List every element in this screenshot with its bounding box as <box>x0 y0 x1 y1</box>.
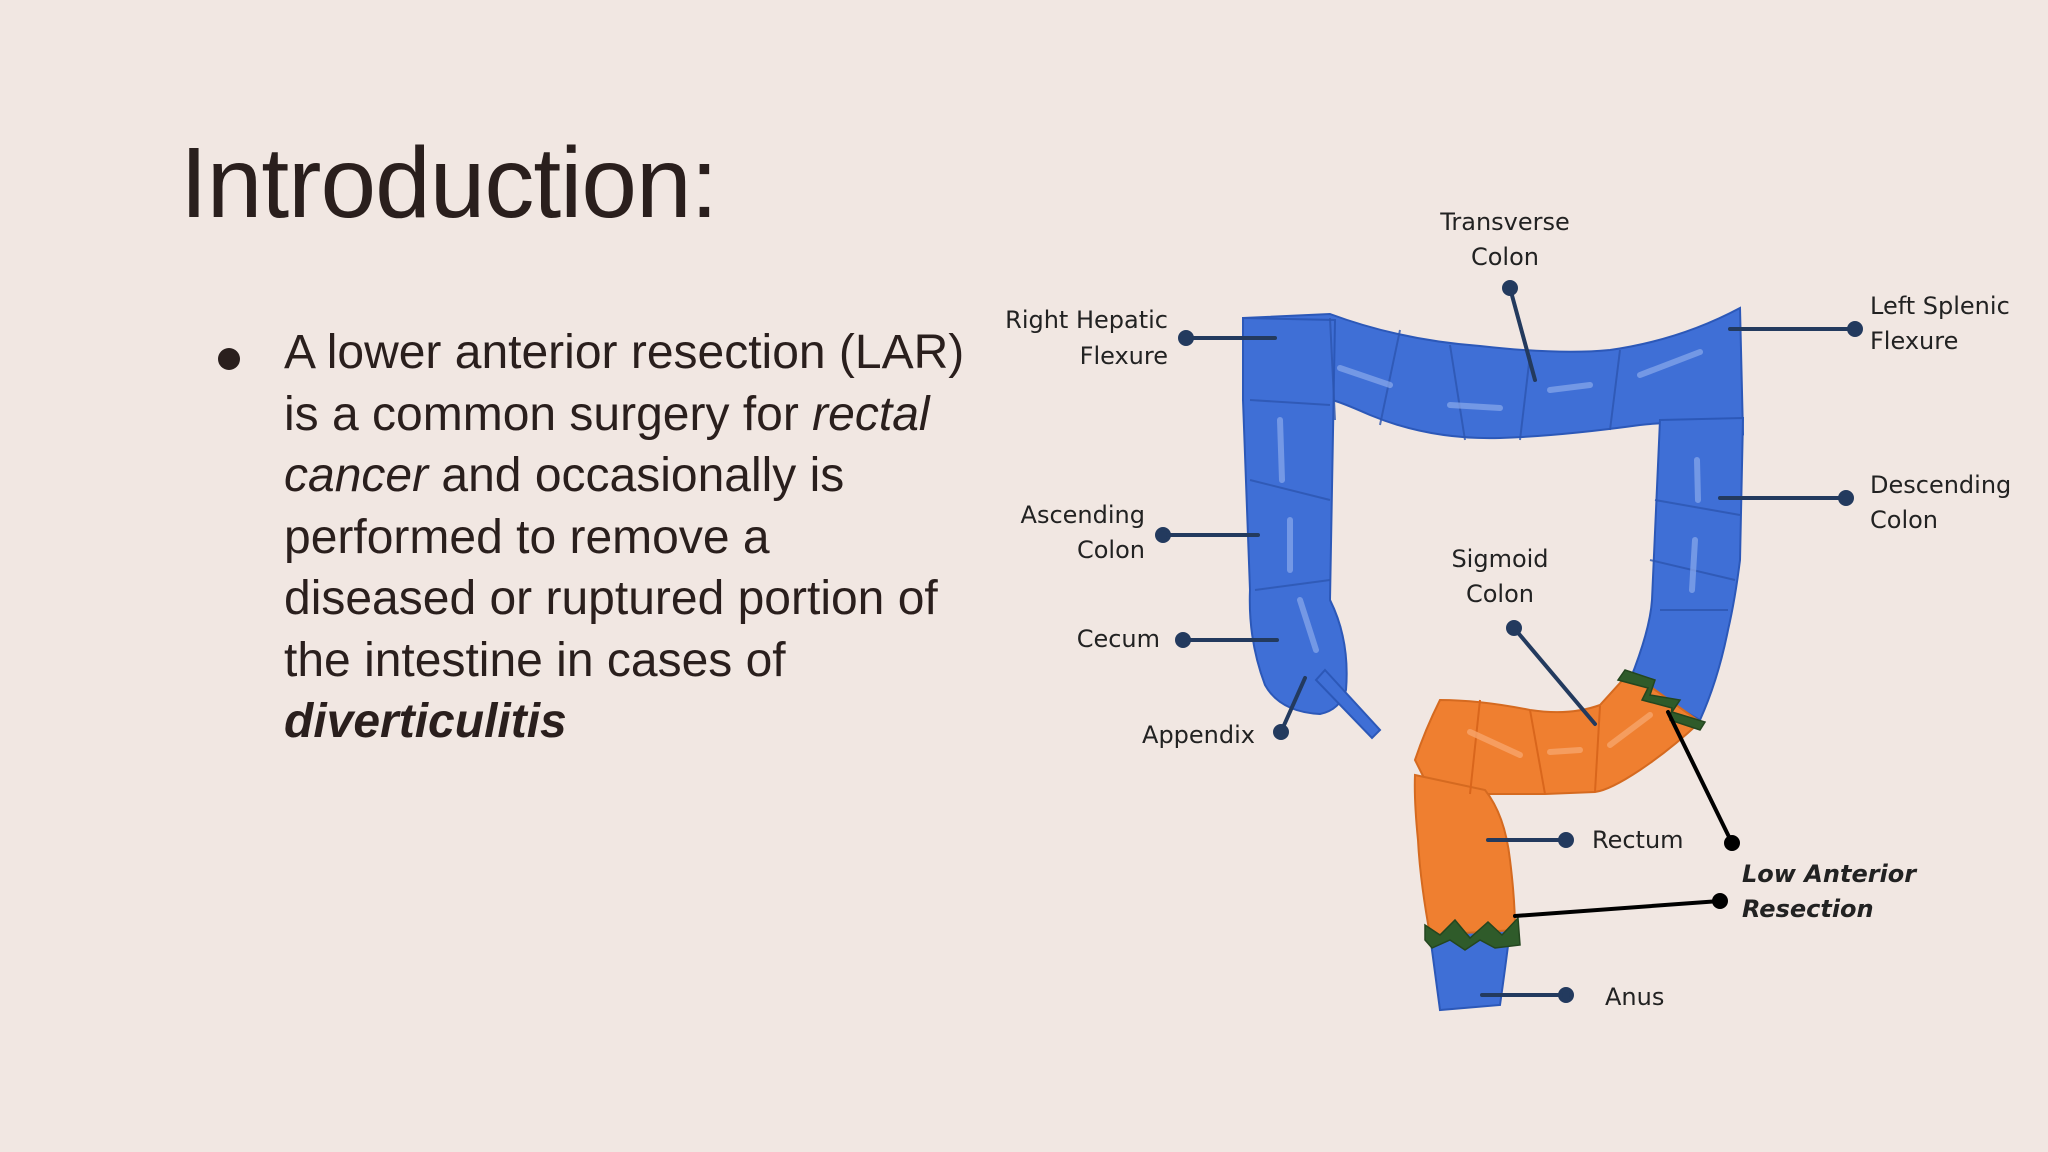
anus-label: Anus <box>1605 983 1664 1011</box>
leader-lines <box>1155 280 1863 1003</box>
descending-label-2: Colon <box>1870 506 1938 534</box>
colon-body <box>1242 306 1745 1012</box>
right-hepatic-label-1: Right Hepatic <box>1005 306 1168 334</box>
rectal-cancer-emphasis: rectal cancer <box>284 387 930 503</box>
appendix-label: Appendix <box>1142 721 1255 749</box>
colon-highlights <box>1277 349 1703 653</box>
transverse-label-1: Transverse <box>1439 208 1570 236</box>
lower-cut <box>1424 916 1521 951</box>
transverse-label-2: Colon <box>1471 243 1539 271</box>
upper-cut <box>1616 669 1707 731</box>
left-splenic-label-1: Left Splenic <box>1870 292 2010 320</box>
sigmoid-label-2: Colon <box>1466 580 1534 608</box>
slide-title: Introduction: <box>180 127 718 239</box>
diagram-labels: Transverse Colon Right Hepatic Flexure L… <box>1005 208 2011 1011</box>
descending-label-1: Descending <box>1870 471 2011 499</box>
left-splenic-label-2: Flexure <box>1870 327 1958 355</box>
resected-section <box>1413 670 1702 937</box>
rectum <box>1413 773 1517 937</box>
cecum-label: Cecum <box>1077 625 1160 653</box>
bullet-text-part: and occasionally is performed to remove … <box>284 449 938 687</box>
colon-diagram: Transverse Colon Right Hepatic Flexure L… <box>1005 208 2011 1012</box>
ascending-colon <box>1242 316 1348 716</box>
bullet-list: A lower anterior resection (LAR) is a co… <box>210 322 970 753</box>
orange-seams <box>1469 699 1601 795</box>
sigmoid-label-1: Sigmoid <box>1451 545 1548 573</box>
ascending-label-2: Colon <box>1077 536 1145 564</box>
bullet-dot-icon <box>218 348 240 370</box>
right-hepatic-label-2: Flexure <box>1080 342 1168 370</box>
rectum-label: Rectum <box>1592 826 1684 854</box>
bullet-item: A lower anterior resection (LAR) is a co… <box>210 322 970 753</box>
diverticulitis-emphasis: diverticulitis <box>284 695 567 748</box>
bullet-text-part: A lower anterior resection (LAR) is a co… <box>284 326 965 441</box>
lar-pointers <box>1513 710 1740 918</box>
appendix <box>1314 668 1382 740</box>
ascending-label-1: Ascending <box>1021 501 1145 529</box>
orange-highlights <box>1467 712 1653 758</box>
lar-label-1: Low Anterior <box>1742 860 1918 888</box>
resection-cuts <box>1424 669 1707 951</box>
sigmoid-colon <box>1413 670 1702 798</box>
lar-label-2: Resection <box>1742 895 1874 923</box>
